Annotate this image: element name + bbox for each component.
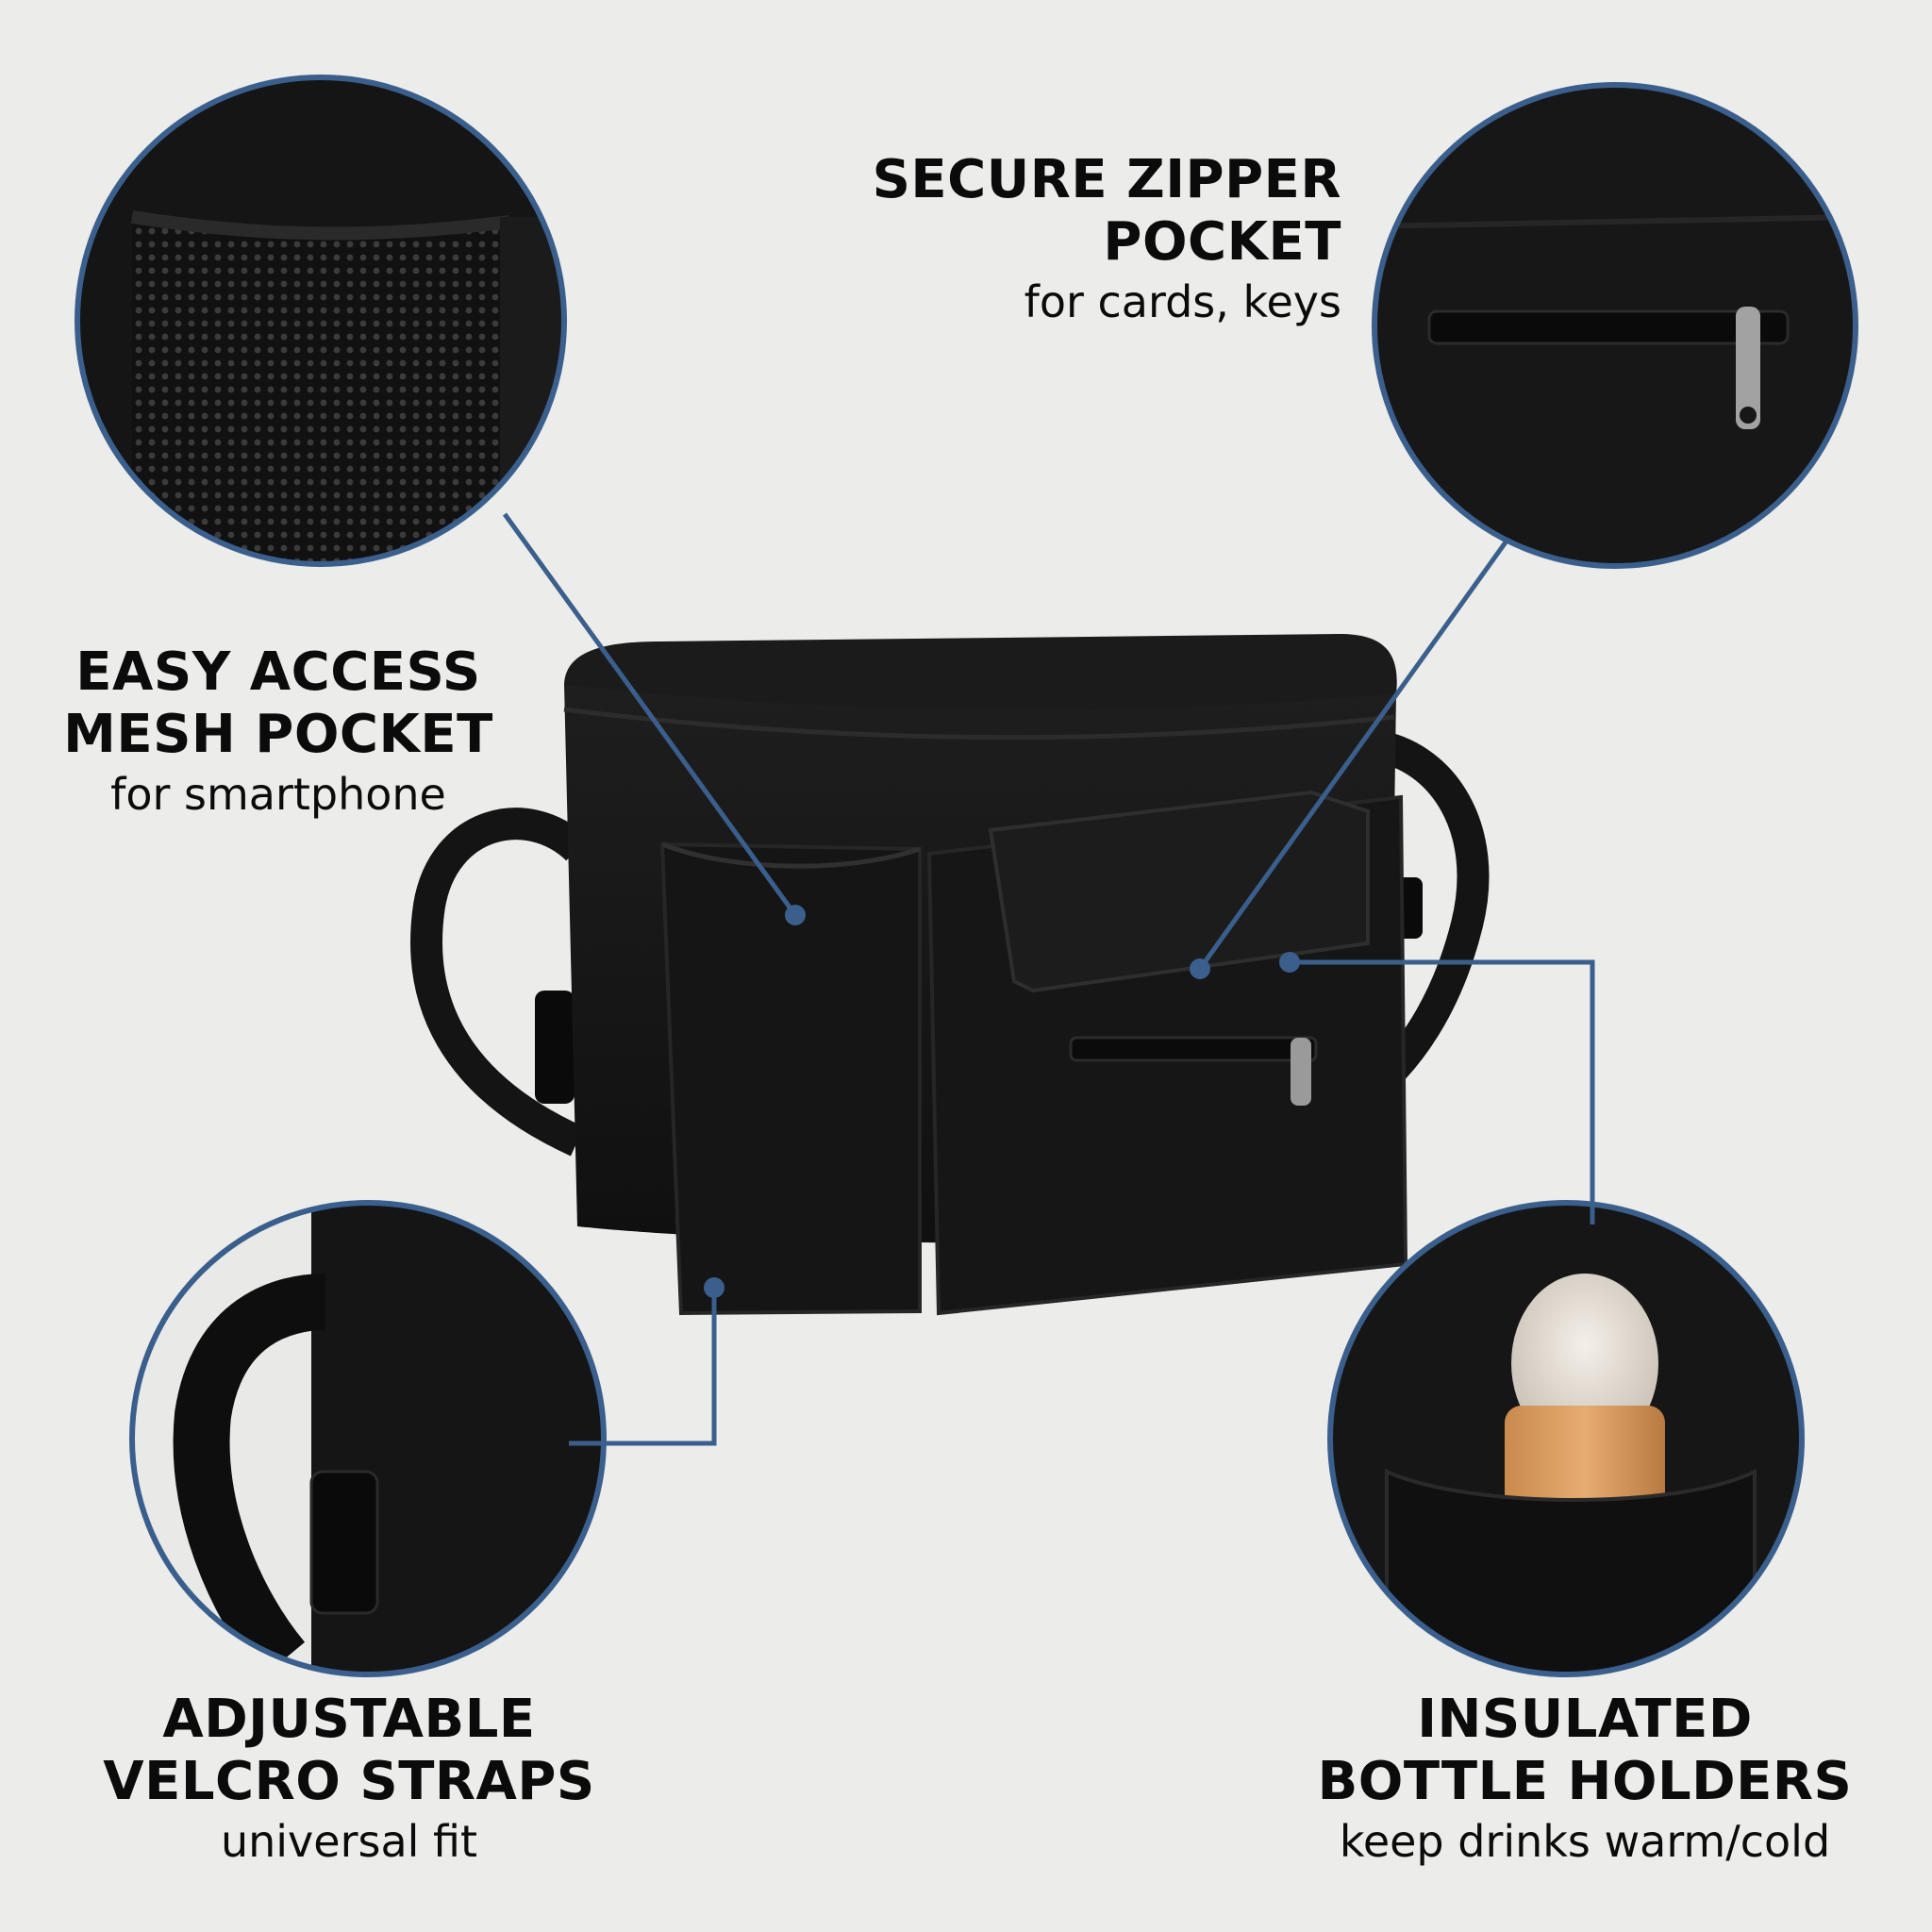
bottle-title-line2: BOTTLE HOLDERS [1317, 1751, 1853, 1812]
left-pocket-opening [661, 841, 921, 869]
front-zipper [1069, 1036, 1318, 1062]
front-zipper-pull [1291, 1038, 1311, 1106]
mesh-title-line1: EASY ACCESS [75, 641, 481, 703]
dot-bottle [1279, 952, 1300, 973]
mesh-pocket-detail-circle [75, 75, 567, 567]
connector-bottle [1290, 959, 1595, 1224]
stroller-organizer-bag [410, 634, 1490, 1316]
lid-zipper-seam [563, 707, 1395, 741]
straps-subtitle: universal fit [220, 1816, 478, 1867]
dot-mesh [785, 905, 806, 925]
mesh-subtitle: for smartphone [110, 769, 446, 820]
left-bottle-pocket [659, 841, 922, 1316]
callout-connectors [502, 512, 1595, 1446]
callout-dots [704, 905, 1300, 1298]
connector-mesh [502, 512, 798, 917]
callout-zipper-pocket: SECURE ZIPPER POCKET for cards, keys [849, 149, 1341, 330]
bottle-subtitle: keep drinks warm/cold [1339, 1816, 1831, 1867]
velcro-flap [988, 790, 1370, 993]
left-strap [410, 808, 589, 1157]
callout-straps: ADJUSTABLE VELCRO STRAPS universal fit [85, 1689, 613, 1870]
dot-zipper [1190, 958, 1210, 979]
zipper-subtitle: for cards, keys [1024, 276, 1341, 327]
right-strap [1370, 729, 1490, 1088]
bottle-holder-detail-circle [1327, 1200, 1805, 1677]
dot-straps [704, 1277, 724, 1298]
connector-straps [569, 1288, 717, 1446]
callout-bottle-holders: INSULATED BOTTLE HOLDERS keep drinks war… [1292, 1689, 1877, 1870]
left-buckle [535, 991, 575, 1104]
callout-mesh-pocket: EASY ACCESS MESH POCKET for smartphone [38, 641, 519, 823]
zipper-pocket-detail-circle [1372, 82, 1858, 569]
zipper-title-line1: SECURE ZIPPER [872, 149, 1341, 210]
zipper-title-line2: POCKET [1103, 211, 1341, 273]
bag-lid [564, 634, 1397, 710]
straps-title-line1: ADJUSTABLE [162, 1689, 536, 1750]
mesh-title-line2: MESH POCKET [63, 704, 493, 765]
straps-detail-circle [129, 1200, 607, 1677]
connector-zipper [1197, 538, 1510, 971]
straps-title-line2: VELCRO STRAPS [103, 1751, 595, 1812]
bottle-title-line1: INSULATED [1417, 1689, 1753, 1750]
